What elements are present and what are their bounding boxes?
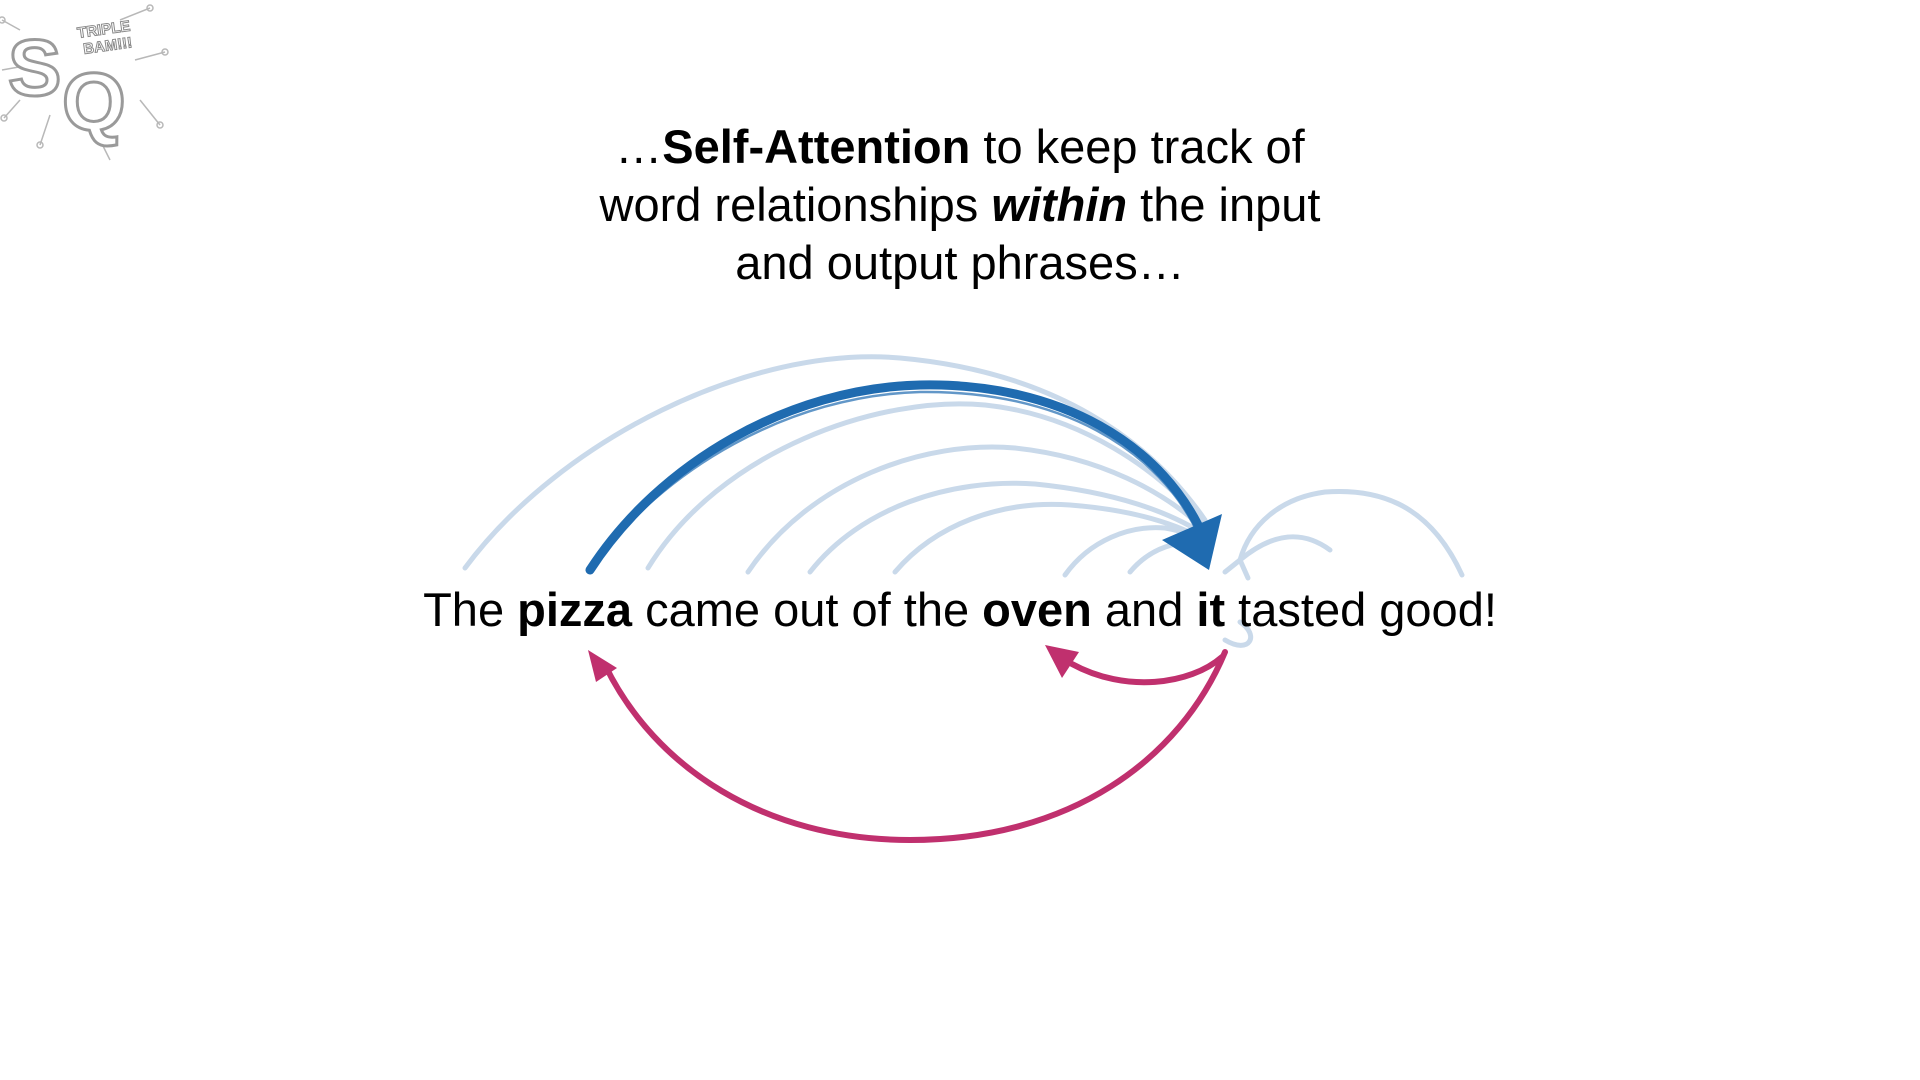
example-sentence: The pizza came out of the oven and it ta… bbox=[360, 580, 1560, 640]
pink-arrowhead-pizza bbox=[588, 650, 617, 682]
word-pizza: pizza bbox=[517, 583, 633, 636]
faint-self-loop bbox=[1222, 619, 1254, 648]
headline-line-3-text: and output phrases… bbox=[735, 236, 1185, 289]
blue-arrow-pizza-to-it bbox=[585, 380, 1210, 575]
logo-q: Q bbox=[62, 57, 126, 148]
statquest-logo: S Q TRIPLE BAM!!! bbox=[0, 4, 169, 161]
word-oven: oven bbox=[982, 583, 1092, 636]
faint-arrow-from-out bbox=[745, 444, 1208, 575]
headline-self-attention: Self-Attention bbox=[662, 120, 971, 173]
headline-ellipsis: … bbox=[615, 120, 663, 173]
headline: …Self-Attention to keep track of word re… bbox=[460, 118, 1460, 292]
headline-line-2-rest: the input bbox=[1127, 178, 1321, 231]
faint-arrow-from-came bbox=[645, 401, 1208, 571]
words-came-out-of-the: came out of the bbox=[632, 583, 983, 636]
headline-line-2: word relationships within the input bbox=[460, 176, 1460, 234]
faint-arrow-from-the-2 bbox=[892, 501, 1208, 575]
faint-arrow-from-good bbox=[1237, 488, 1465, 578]
word-it: it bbox=[1196, 583, 1226, 636]
word-the: The bbox=[423, 583, 518, 636]
logo-s: S bbox=[8, 23, 61, 112]
pink-arrow-it-to-oven bbox=[1069, 654, 1225, 686]
faint-arrowhead bbox=[1222, 556, 1251, 581]
blue-arrowhead bbox=[1162, 514, 1222, 570]
pink-arrow-it-to-pizza bbox=[602, 649, 1228, 844]
headline-line-1: …Self-Attention to keep track of bbox=[460, 118, 1460, 176]
pink-arrowhead-oven bbox=[1045, 645, 1079, 678]
faint-arrow-from-of bbox=[807, 480, 1208, 575]
faint-arrow-from-the bbox=[462, 354, 1208, 571]
word-and: and bbox=[1091, 583, 1197, 636]
headline-line-2-start: word relationships bbox=[599, 178, 992, 231]
faint-arrow-from-tasted bbox=[1237, 534, 1333, 563]
headline-line-1-rest: to keep track of bbox=[970, 120, 1305, 173]
words-tasted-good: tasted good! bbox=[1225, 583, 1497, 636]
headline-line-3: and output phrases… bbox=[460, 234, 1460, 292]
blue-arrow-texture bbox=[588, 390, 1202, 572]
headline-within: within bbox=[991, 178, 1128, 231]
